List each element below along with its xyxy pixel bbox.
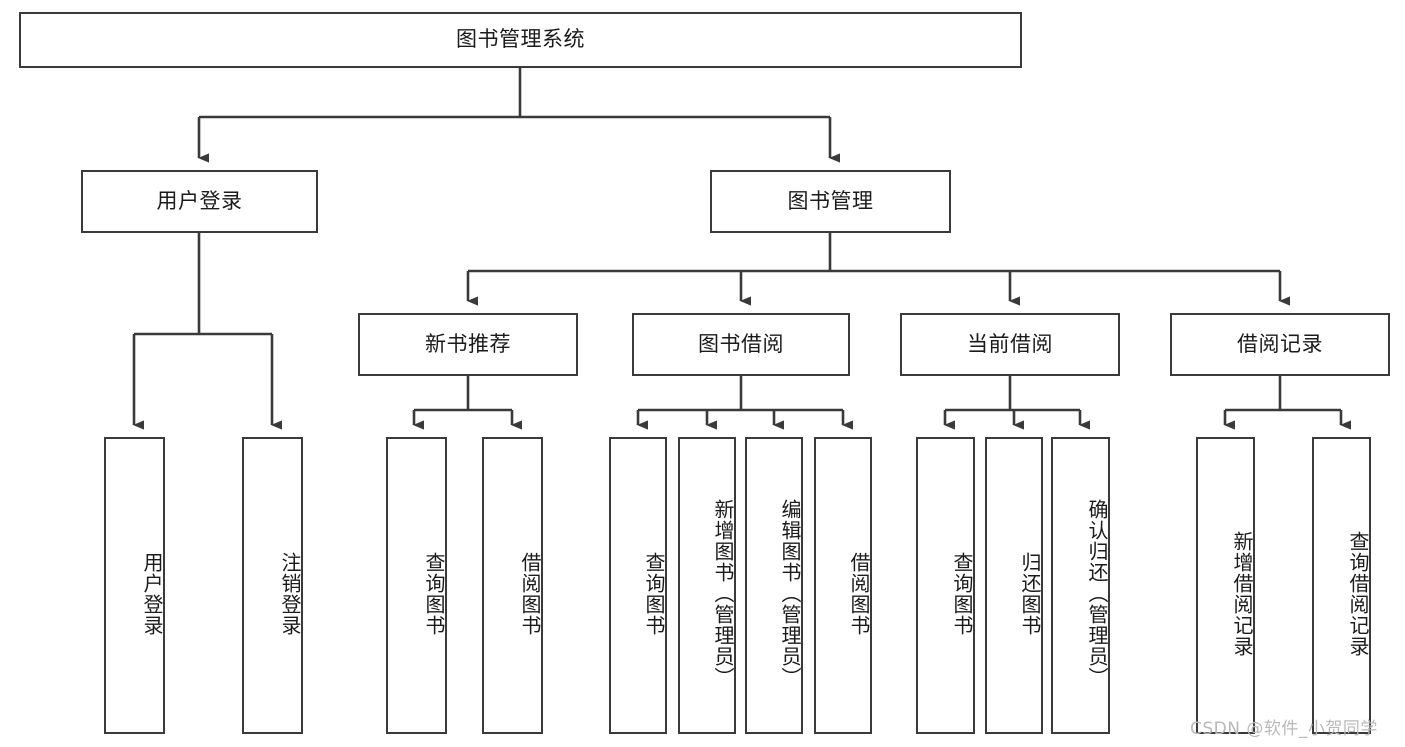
- leaf-edit-book-label: 编辑图书（管理员）: [778, 499, 802, 688]
- node-new-book-recommend-label: 新书推荐: [425, 331, 511, 356]
- leaf-return-book-label: 归还图书: [1018, 551, 1042, 636]
- leaf-query-record[interactable]: 查询借阅记录: [1312, 437, 1371, 734]
- leaf-query-book-2[interactable]: 查询图书: [609, 437, 667, 734]
- node-user-login[interactable]: 用户登录: [81, 170, 318, 233]
- leaf-query-book-2-label: 查询图书: [642, 551, 666, 636]
- leaf-user-login-label: 用户登录: [140, 551, 164, 636]
- node-book-manage-label: 图书管理: [787, 188, 874, 213]
- leaf-query-book-1[interactable]: 查询图书: [386, 437, 447, 734]
- leaf-borrow-book-1-label: 借阅图书: [518, 551, 542, 636]
- leaf-query-book-1-label: 查询图书: [422, 551, 446, 636]
- leaf-confirm-return[interactable]: 确认归还（管理员）: [1051, 437, 1110, 734]
- node-current-borrow-label: 当前借阅: [967, 331, 1053, 356]
- node-borrow-record[interactable]: 借阅记录: [1170, 313, 1390, 376]
- leaf-user-logout[interactable]: 注销登录: [242, 437, 303, 734]
- node-book-borrow[interactable]: 图书借阅: [632, 313, 850, 376]
- node-root-system[interactable]: 图书管理系统: [19, 12, 1022, 68]
- node-new-book-recommend[interactable]: 新书推荐: [358, 313, 578, 376]
- leaf-borrow-book-2[interactable]: 借阅图书: [814, 437, 872, 734]
- leaf-add-book[interactable]: 新增图书（管理员）: [678, 437, 736, 734]
- leaf-return-book[interactable]: 归还图书: [985, 437, 1043, 734]
- leaf-add-record-label: 新增借阅记录: [1230, 530, 1254, 657]
- leaf-edit-book[interactable]: 编辑图书（管理员）: [745, 437, 803, 734]
- node-borrow-record-label: 借阅记录: [1237, 331, 1323, 356]
- leaf-confirm-return-label: 确认归还（管理员）: [1085, 499, 1109, 688]
- leaf-add-record[interactable]: 新增借阅记录: [1196, 437, 1255, 734]
- leaf-user-logout-label: 注销登录: [278, 551, 302, 636]
- leaf-user-login[interactable]: 用户登录: [104, 437, 165, 734]
- leaf-query-book-3[interactable]: 查询图书: [916, 437, 975, 734]
- leaf-query-record-label: 查询借阅记录: [1346, 530, 1370, 657]
- node-root-label: 图书管理系统: [456, 27, 585, 52]
- node-user-login-label: 用户登录: [156, 188, 243, 213]
- leaf-add-book-label: 新增图书（管理员）: [711, 499, 735, 688]
- node-current-borrow[interactable]: 当前借阅: [900, 313, 1120, 376]
- leaf-borrow-book-2-label: 借阅图书: [847, 551, 871, 636]
- leaf-query-book-3-label: 查询图书: [950, 551, 974, 636]
- node-book-manage[interactable]: 图书管理: [710, 170, 951, 233]
- node-book-borrow-label: 图书借阅: [698, 331, 784, 356]
- leaf-borrow-book-1[interactable]: 借阅图书: [482, 437, 543, 734]
